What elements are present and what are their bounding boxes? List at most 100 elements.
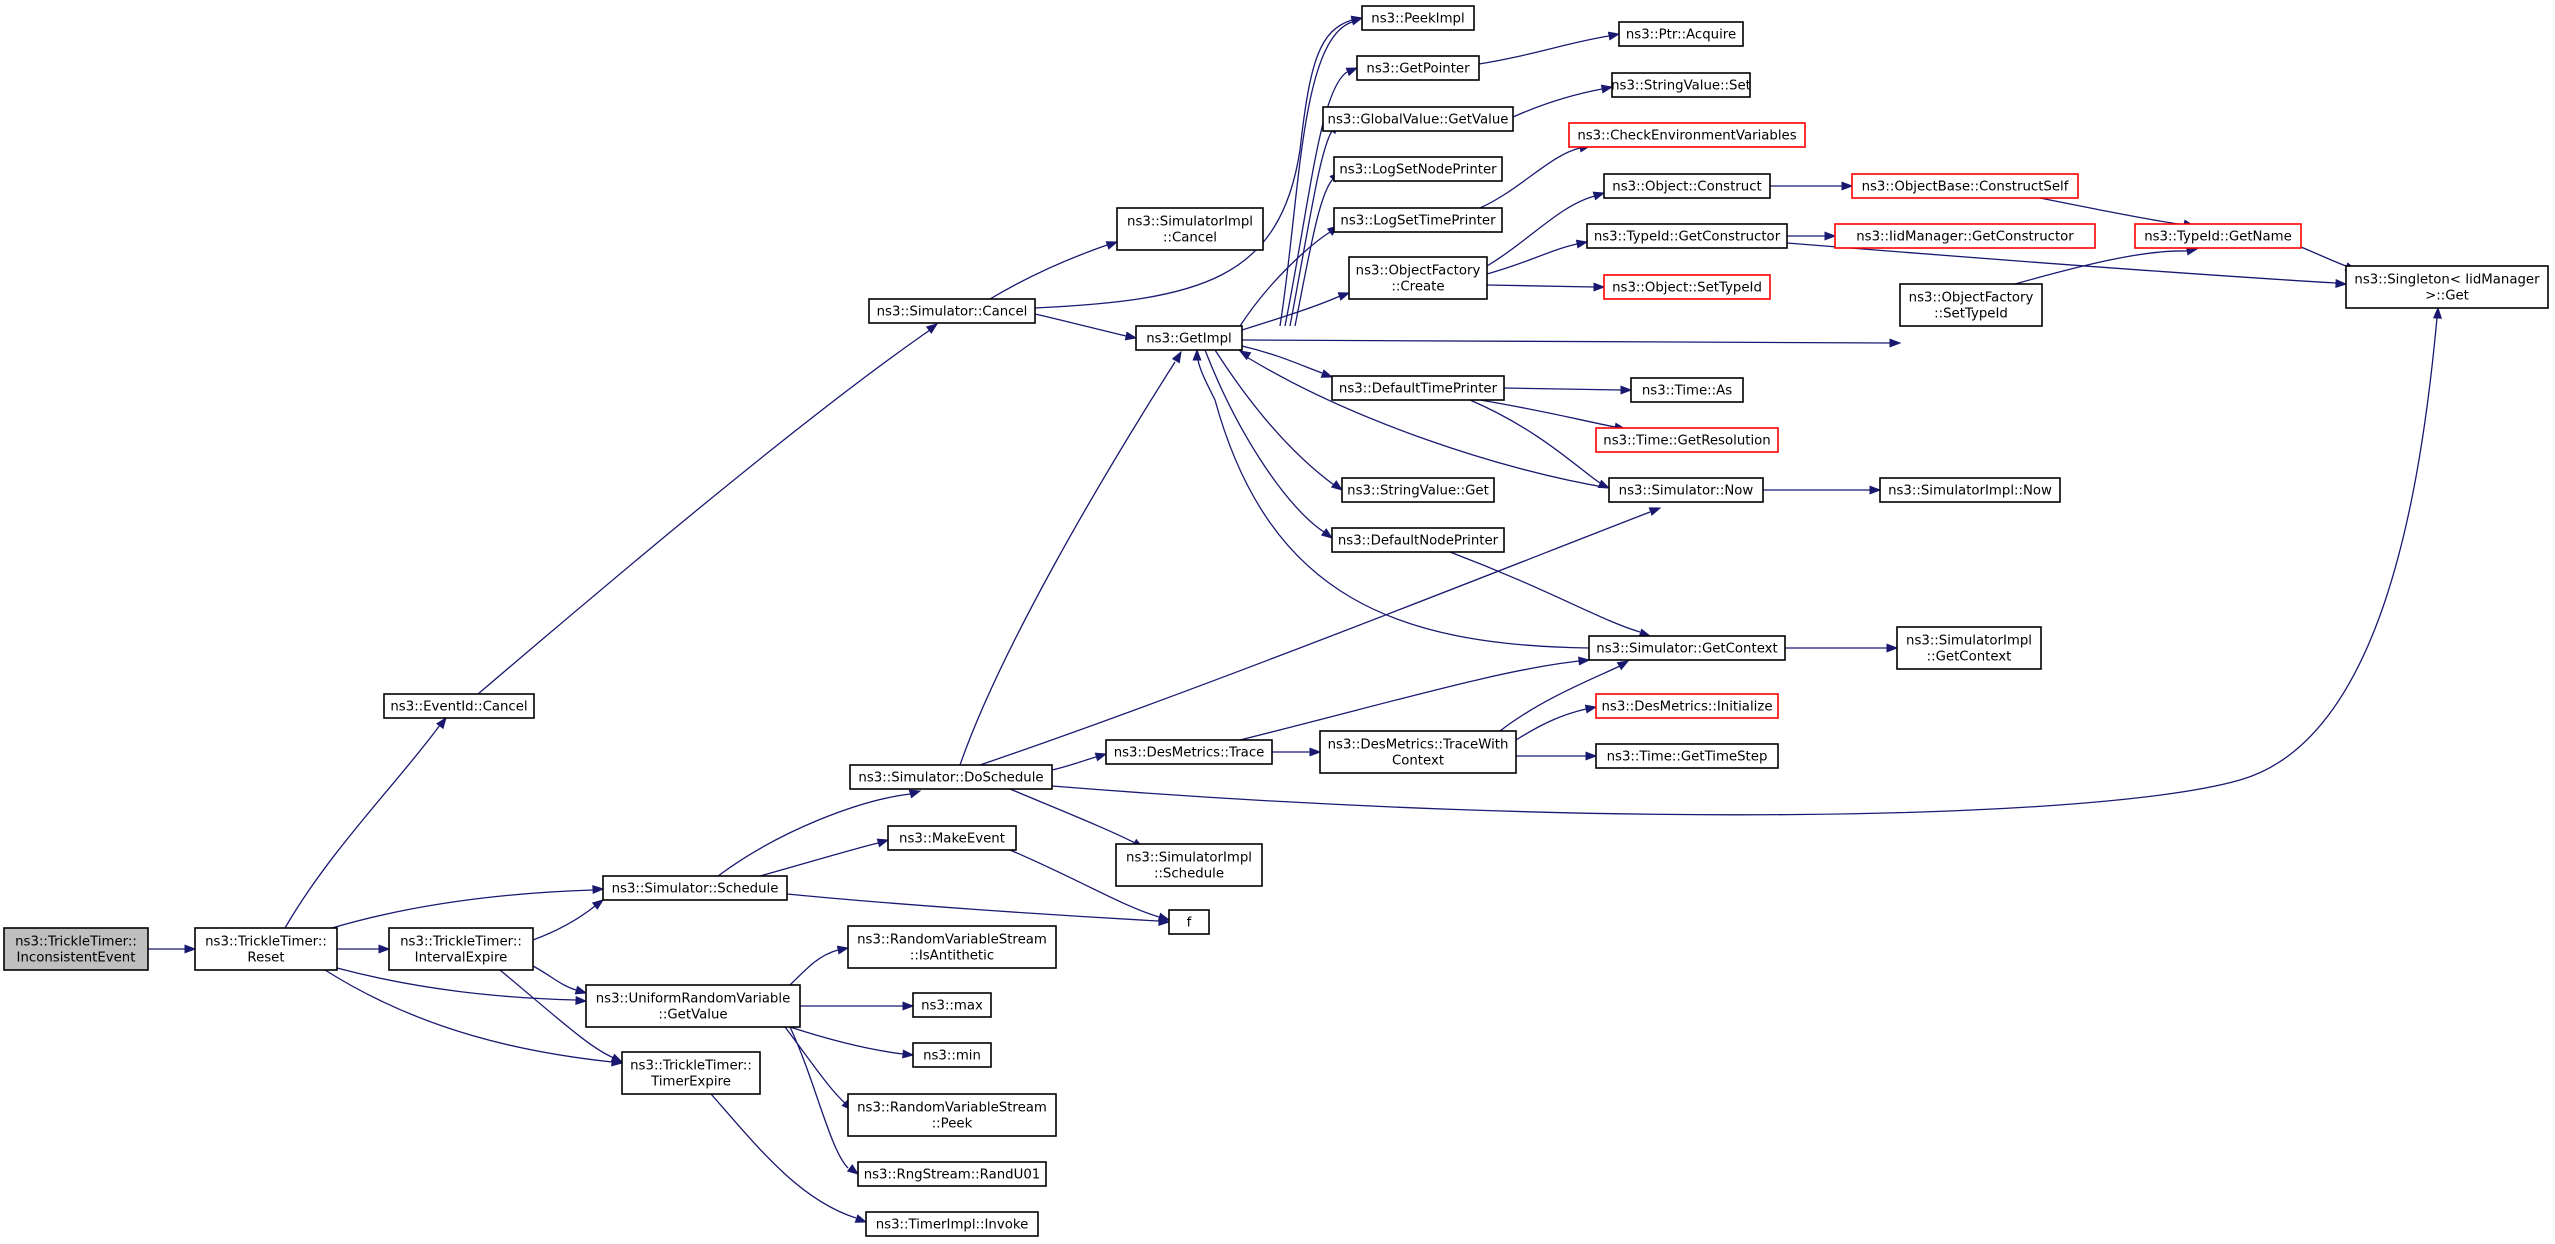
edge-arrowhead: [876, 838, 890, 848]
edge-deftimeprinter-to-time_as: [1503, 385, 1633, 395]
edge-line: [1241, 339, 1891, 344]
node-sched[interactable]: ns3::Simulator::Schedule: [602, 875, 788, 901]
node-label-line: ns3::IidManager::GetConstructor: [1856, 230, 2074, 245]
edge-line: [1786, 242, 2337, 284]
node-min[interactable]: ns3::min: [912, 1042, 992, 1068]
node-defnodeprinter[interactable]: ns3::DefaultNodePrinter: [1331, 527, 1505, 553]
node-typeid-getctor[interactable]: ns3::TypeId::GetConstructor: [1586, 223, 1788, 249]
edge-getimpl-to-gv_getvalue: [1289, 121, 1339, 327]
edge-getimpl-to-deftimeprinter: [1241, 345, 1334, 378]
node-peekimpl[interactable]: ns3::PeekImpl: [1361, 5, 1475, 31]
node-time-gettimestep[interactable]: ns3::Time::GetTimeStep: [1595, 743, 1779, 769]
node-label-line: ns3::ObjectFactory: [1356, 264, 1481, 279]
node-simimpl-schedule[interactable]: ns3::SimulatorImpl::Schedule: [1115, 843, 1263, 887]
node-obj-construct[interactable]: ns3::Object::Construct: [1603, 173, 1771, 199]
edge-line: [1449, 551, 1641, 633]
edge-sim_getcontext-to-getimpl: [1192, 348, 1590, 649]
edge-line: [789, 949, 839, 986]
edge-line: [1479, 399, 1616, 428]
node-desm-init[interactable]: ns3::DesMetrics::Initialize: [1595, 693, 1779, 719]
node-timerexpire[interactable]: ns3::TrickleTimer::TimerExpire: [621, 1051, 761, 1095]
node-label-line: ns3::Time::GetResolution: [1603, 434, 1770, 449]
node-label-line: ns3::Simulator::Now: [1619, 484, 1754, 499]
node-label-line: ns3::Time::GetTimeStep: [1607, 750, 1768, 765]
edge-arrowhead: [592, 885, 605, 895]
node-desm-trace[interactable]: ns3::DesMetrics::Trace: [1105, 739, 1273, 765]
edge-line: [477, 329, 931, 695]
node-doschedule[interactable]: ns3::Simulator::DoSchedule: [849, 764, 1053, 790]
edge-arrowhead: [574, 985, 588, 995]
node-gv-getvalue[interactable]: ns3::GlobalValue::GetValue: [1322, 106, 1514, 132]
node-label-line: ::Schedule: [1154, 867, 1224, 882]
node-logtimeprinter[interactable]: ns3::LogSetTimePrinter: [1333, 207, 1503, 233]
node-max[interactable]: ns3::max: [912, 992, 992, 1018]
node-interval[interactable]: ns3::TrickleTimer::IntervalExpire: [388, 927, 534, 971]
edge-sim_cancel-to-peekimpl: [1034, 15, 1364, 309]
node-box: [1586, 223, 1788, 249]
edge-line: [2039, 197, 2186, 226]
edge-line: [284, 724, 441, 929]
edge-sched-to-f: [786, 893, 1171, 926]
node-time-getres[interactable]: ns3::Time::GetResolution: [1595, 427, 1779, 453]
edge-line: [789, 1026, 849, 1169]
node-eventid-cancel[interactable]: ns3::EventId::Cancel: [383, 693, 535, 719]
edge-arrowhead: [1592, 191, 1606, 201]
node-label-line: Context: [1392, 754, 1444, 769]
edge-reset-to-timerexpire: [324, 969, 624, 1067]
node-isanti[interactable]: ns3::RandomVariableStream::IsAntithetic: [847, 925, 1057, 969]
node-getpointer[interactable]: ns3::GetPointer: [1356, 55, 1480, 81]
node-time-as[interactable]: ns3::Time::As: [1630, 377, 1744, 403]
node-stringvalue-set[interactable]: ns3::StringValue::Set: [1611, 72, 1751, 98]
node-simimpl-cancel[interactable]: ns3::SimulatorImpl::Cancel: [1116, 207, 1264, 251]
edge-line: [1241, 345, 1323, 374]
node-stringvalue-get[interactable]: ns3::StringValue::Get: [1341, 477, 1495, 503]
node-randu01[interactable]: ns3::RngStream::RandU01: [857, 1161, 1047, 1187]
node-f[interactable]: f: [1168, 909, 1210, 935]
node-typeid-getname[interactable]: ns3::TypeId::GetName: [2134, 223, 2302, 249]
node-objfactory-create[interactable]: ns3::ObjectFactory::Create: [1348, 256, 1488, 300]
edge-getimpl-to-objfactory_create: [1241, 292, 1351, 331]
node-timerimpl-invoke[interactable]: ns3::TimerImpl::Invoke: [865, 1211, 1039, 1237]
edge-arrowhead: [1171, 350, 1182, 364]
node-ptr-acquire[interactable]: ns3::Ptr::Acquire: [1618, 21, 1744, 47]
edge-arrowhead: [1585, 751, 1598, 761]
node-label-line: ns3::SimulatorImpl::Now: [1888, 484, 2052, 499]
edge-getimpl-to-objfactory_settypeid: [1241, 338, 1902, 348]
node-simimpl-getcontext[interactable]: ns3::SimulatorImpl::GetContext: [1896, 626, 2042, 670]
node-sim-getcontext[interactable]: ns3::Simulator::GetContext: [1588, 635, 1786, 661]
edge-getimpl-to-defnodeprinter: [1204, 349, 1334, 539]
edge-doschedule-to-simimpl_schedule: [1009, 788, 1145, 849]
edge-line: [2300, 246, 2347, 267]
edge-line: [1239, 660, 1580, 741]
node-deftimeprinter[interactable]: ns3::DefaultTimePrinter: [1331, 375, 1505, 401]
node-label-line: ns3::Singleton< IidManager: [2354, 273, 2540, 288]
edge-doschedule-to-getimpl: [959, 350, 1182, 766]
node-reset[interactable]: ns3::TrickleTimer::Reset: [194, 927, 338, 971]
node-simimpl-now[interactable]: ns3::SimulatorImpl::Now: [1879, 477, 2061, 503]
edge-arrowhead: [1337, 292, 1351, 301]
node-checkenv[interactable]: ns3::CheckEnvironmentVariables: [1568, 122, 1806, 148]
node-singleton-get[interactable]: ns3::Singleton< IidManager>::Get: [2345, 265, 2549, 309]
edge-line: [499, 969, 615, 1059]
edge-makeevent-to-f: [1009, 849, 1171, 922]
node-objbase-constructself[interactable]: ns3::ObjectBase::ConstructSelf: [1851, 173, 2079, 199]
node-box: [1834, 223, 2096, 249]
node-sim-cancel[interactable]: ns3::Simulator::Cancel: [868, 298, 1036, 324]
edge-arrowhead: [2432, 306, 2442, 319]
node-sim-now[interactable]: ns3::Simulator::Now: [1608, 477, 1764, 503]
node-urv[interactable]: ns3::UniformRandomVariable::GetValue: [585, 984, 801, 1028]
node-iidmanager-getctor[interactable]: ns3::IidManager::GetConstructor: [1834, 223, 2096, 249]
node-box: [1618, 21, 1744, 47]
edge-doschedule-to-singleton_get: [1051, 306, 2442, 816]
node-box: [1595, 693, 1779, 719]
edge-arrowhead: [1620, 385, 1633, 395]
node-rvs-peek[interactable]: ns3::RandomVariableStream::Peek: [847, 1093, 1057, 1137]
node-box: [1319, 730, 1517, 774]
node-obj-settypeid[interactable]: ns3::Object::SetTypeId: [1603, 274, 1771, 300]
node-lognodeprinter[interactable]: ns3::LogSetNodePrinter: [1333, 156, 1503, 182]
node-objfactory-settypeid[interactable]: ns3::ObjectFactory::SetTypeId: [1899, 283, 2043, 327]
node-makeevent[interactable]: ns3::MakeEvent: [887, 825, 1017, 851]
node-getimpl[interactable]: ns3::GetImpl: [1135, 325, 1243, 351]
